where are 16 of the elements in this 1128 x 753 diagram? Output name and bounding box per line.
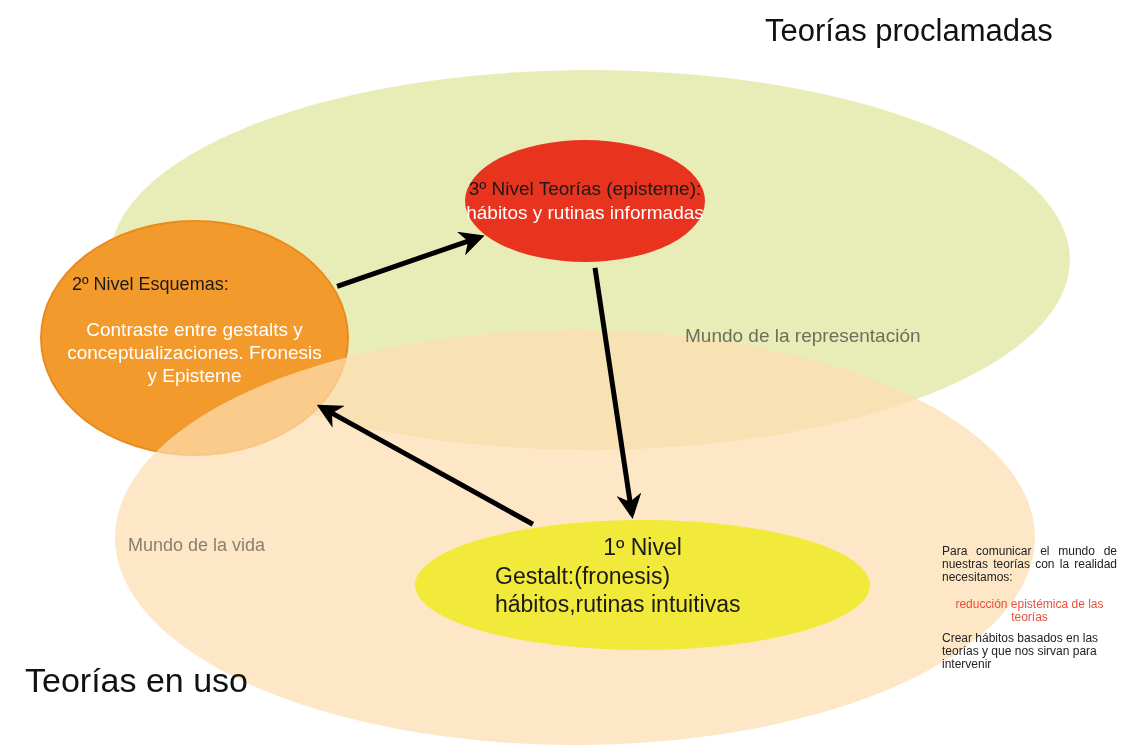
- level-text: Gestalt:(fronesis) hábitos,rutinas intuitivas: [495, 563, 742, 619]
- arrow: [336, 231, 485, 289]
- level-title: 1º Nivel: [602, 534, 683, 562]
- arrow: [592, 267, 642, 520]
- region-label: Mundo de la representación: [685, 325, 922, 348]
- heading: Teorías en uso: [25, 660, 250, 701]
- level-text: hábitos y rutinas informadas: [465, 202, 705, 225]
- note-text: Para comunicar el mundo de nuestras teorías con la realidad necesitamos:: [942, 545, 1117, 585]
- highlight-note: reducción epistémica de las teorías: [954, 598, 1105, 625]
- note-text: Crear hábitos basados en las teorías y que nos sirvan para intervenir: [942, 632, 1100, 672]
- level-text: Contraste entre gestalts y conceptualizaciones. Fronesis y Episteme: [66, 319, 323, 388]
- level-title: 2º Nivel Esquemas:: [72, 274, 230, 296]
- region-label: Mundo de la vida: [128, 535, 267, 557]
- heading: Teorías proclamadas: [765, 12, 1054, 50]
- level-title: 3º Nivel Teorías (episteme):: [467, 178, 703, 201]
- arrow: [316, 404, 535, 527]
